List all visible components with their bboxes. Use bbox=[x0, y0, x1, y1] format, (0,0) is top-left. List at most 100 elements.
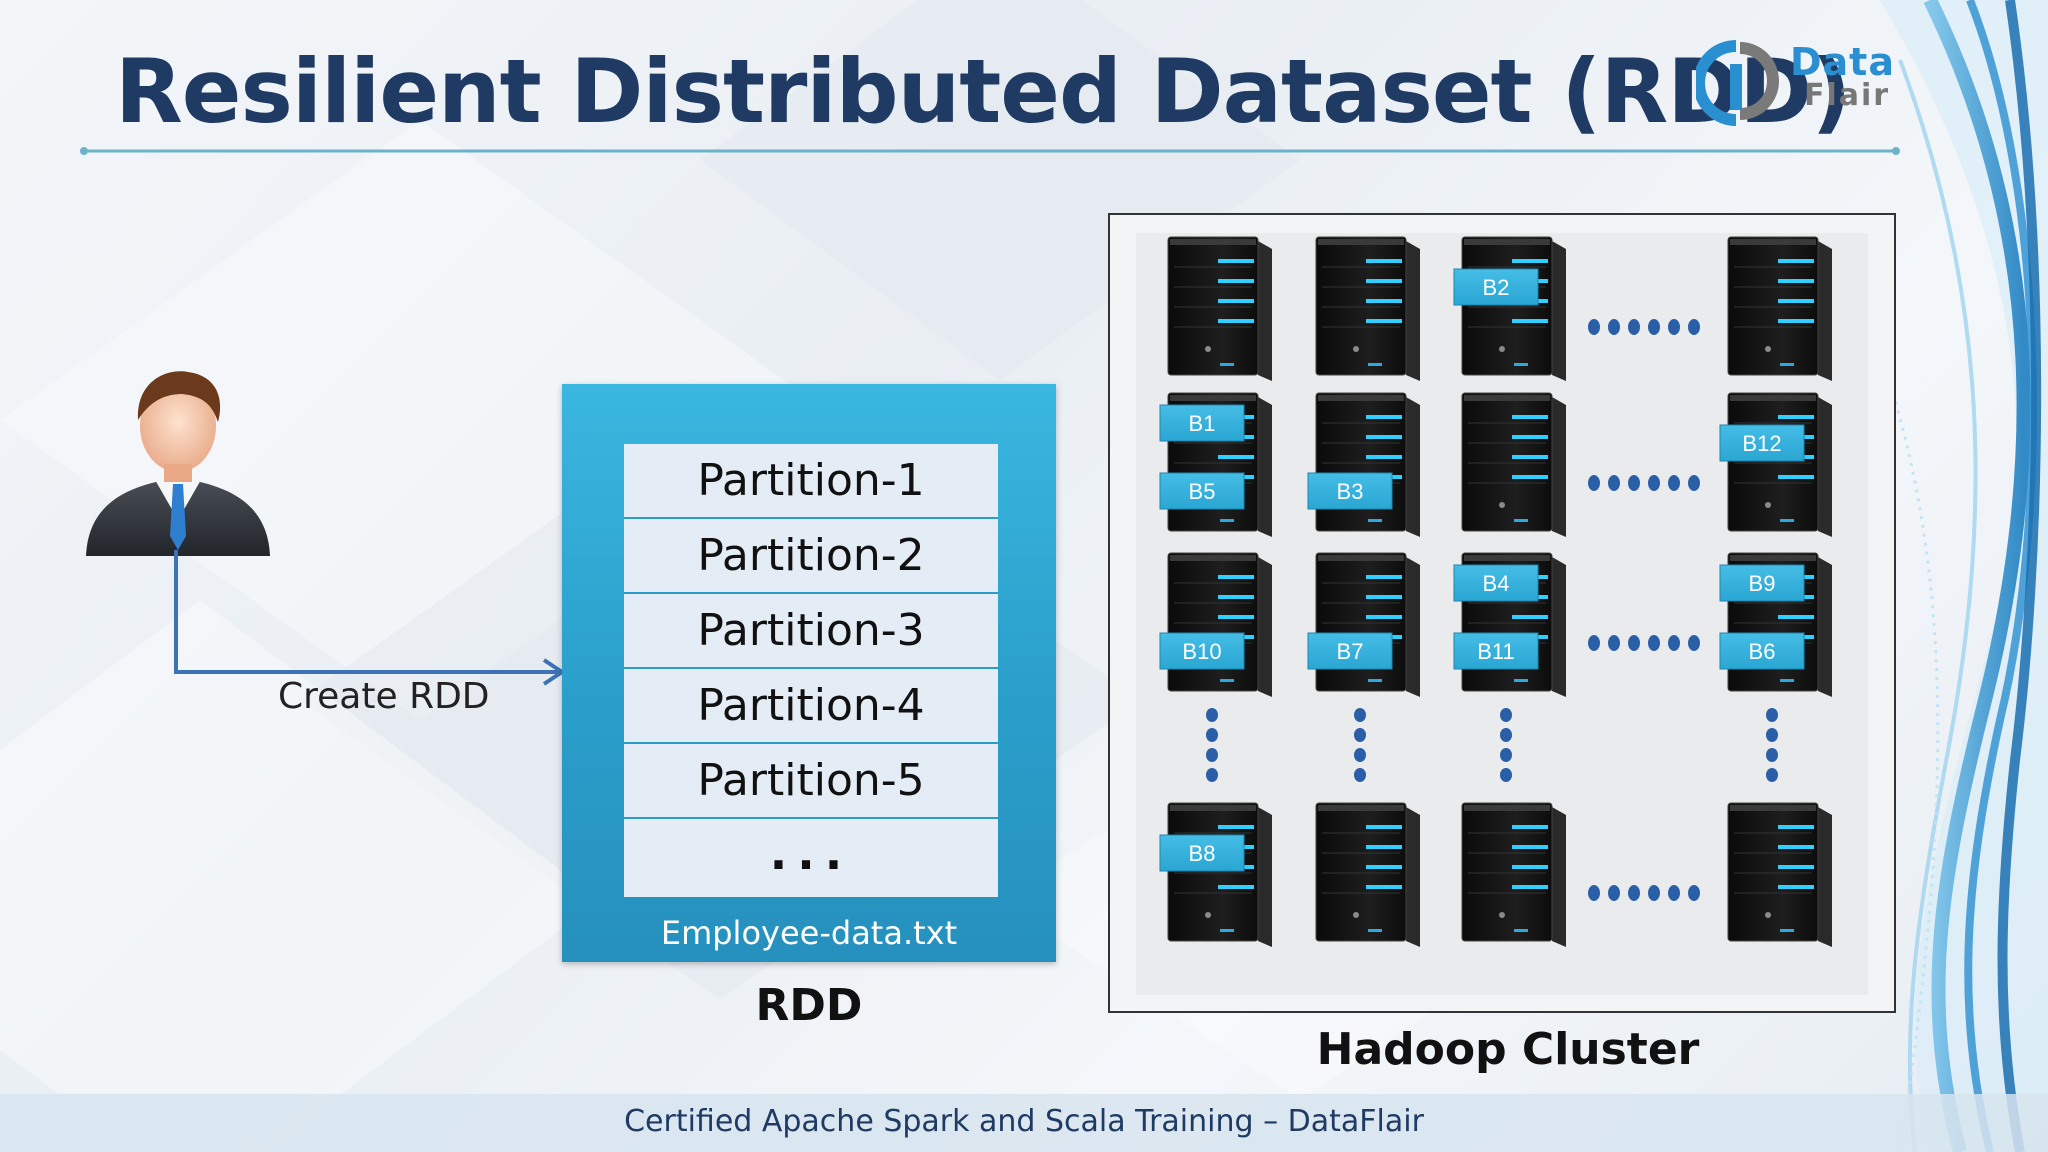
led-strip bbox=[1512, 435, 1548, 439]
hadoop-cluster-caption: Hadoop Cluster bbox=[1316, 1024, 1700, 1075]
block-label-text: B11 bbox=[1477, 639, 1515, 664]
partition-item: Partition-2 bbox=[624, 519, 998, 594]
ellipsis-dot bbox=[1688, 319, 1700, 335]
led-strip bbox=[1512, 885, 1548, 889]
server-node: B7 bbox=[1307, 552, 1420, 697]
ellipsis-dot bbox=[1688, 885, 1700, 901]
partition-item: Partition-3 bbox=[624, 594, 998, 669]
block-label-text: B3 bbox=[1337, 479, 1364, 504]
ellipsis-dot bbox=[1628, 635, 1640, 651]
led-strip bbox=[1218, 825, 1254, 829]
block-label-text: B6 bbox=[1749, 639, 1776, 664]
server-node bbox=[1727, 236, 1832, 381]
led-strip bbox=[1218, 595, 1254, 599]
block-label: B10 bbox=[1159, 632, 1245, 670]
led-strip bbox=[1778, 845, 1814, 849]
ellipsis-dot bbox=[1766, 748, 1778, 762]
ellipsis-dot bbox=[1766, 708, 1778, 722]
rdd-caption: RDD bbox=[755, 980, 863, 1031]
led-strip bbox=[1778, 259, 1814, 263]
block-label-text: B4 bbox=[1483, 571, 1510, 596]
ellipsis-dot bbox=[1500, 748, 1512, 762]
server-node: B8 bbox=[1159, 802, 1272, 947]
server-node bbox=[1167, 236, 1272, 381]
led-strip bbox=[1512, 845, 1548, 849]
led-strip bbox=[1512, 865, 1548, 869]
block-label: B1 bbox=[1159, 404, 1245, 442]
led-strip bbox=[1366, 435, 1402, 439]
partition-item: Partition-1 bbox=[624, 444, 998, 519]
dataflair-logo-icon bbox=[1696, 40, 1779, 126]
vertical-ellipsis bbox=[1500, 708, 1512, 782]
ellipsis-dot bbox=[1648, 885, 1660, 901]
led-strip bbox=[1778, 279, 1814, 283]
block-label-text: B7 bbox=[1337, 639, 1364, 664]
logo-text-data: Data bbox=[1790, 40, 1895, 84]
dataflair-logo: Data Flair bbox=[1696, 38, 1896, 128]
ellipsis-dot bbox=[1766, 768, 1778, 782]
ellipsis-dot bbox=[1668, 885, 1680, 901]
block-label-text: B5 bbox=[1189, 479, 1216, 504]
block-label: B7 bbox=[1307, 632, 1393, 670]
ellipsis-dot bbox=[1608, 635, 1620, 651]
block-label: B12 bbox=[1719, 424, 1805, 462]
led-strip bbox=[1366, 415, 1402, 419]
partition-list: Partition-1 Partition-2 Partition-3 Part… bbox=[624, 444, 998, 897]
ellipsis-dot bbox=[1668, 319, 1680, 335]
led-strip bbox=[1778, 865, 1814, 869]
ellipsis-dot bbox=[1500, 768, 1512, 782]
ellipsis-dot bbox=[1608, 885, 1620, 901]
led-strip bbox=[1218, 885, 1254, 889]
led-strip bbox=[1512, 319, 1548, 323]
block-label: B11 bbox=[1453, 632, 1539, 670]
led-strip bbox=[1778, 475, 1814, 479]
ellipsis-dot bbox=[1206, 708, 1218, 722]
led-strip bbox=[1218, 455, 1254, 459]
server-node: B10 bbox=[1159, 552, 1272, 697]
ellipsis-dot bbox=[1628, 885, 1640, 901]
led-strip bbox=[1512, 455, 1548, 459]
led-strip bbox=[1366, 825, 1402, 829]
ellipsis-dot bbox=[1588, 475, 1600, 491]
page-title: Resilient Distributed Dataset (RDD) bbox=[115, 40, 1852, 143]
horizontal-ellipsis bbox=[1588, 885, 1700, 901]
vertical-ellipsis bbox=[1354, 708, 1366, 782]
server-node bbox=[1315, 236, 1420, 381]
block-label: B2 bbox=[1453, 268, 1539, 306]
block-label-text: B2 bbox=[1483, 275, 1510, 300]
server-node: B12 bbox=[1719, 392, 1832, 537]
led-strip bbox=[1366, 319, 1402, 323]
rdd-container: Partition-1 Partition-2 Partition-3 Part… bbox=[562, 384, 1056, 962]
ellipsis-dot bbox=[1668, 475, 1680, 491]
led-strip bbox=[1366, 845, 1402, 849]
server-node bbox=[1315, 802, 1420, 947]
server-node: B3 bbox=[1307, 392, 1420, 537]
create-rdd-label: Create RDD bbox=[278, 676, 490, 717]
ellipsis-dot bbox=[1648, 475, 1660, 491]
led-strip bbox=[1512, 615, 1548, 619]
ellipsis-dot bbox=[1500, 708, 1512, 722]
footer-bar: Certified Apache Spark and Scala Trainin… bbox=[0, 1094, 2048, 1152]
block-label-text: B9 bbox=[1749, 571, 1776, 596]
led-strip bbox=[1218, 259, 1254, 263]
vertical-ellipsis bbox=[1206, 708, 1218, 782]
led-strip bbox=[1366, 615, 1402, 619]
led-strip bbox=[1778, 415, 1814, 419]
led-strip bbox=[1218, 575, 1254, 579]
block-label: B5 bbox=[1159, 472, 1245, 510]
block-label: B4 bbox=[1453, 564, 1539, 602]
ellipsis-dot bbox=[1688, 635, 1700, 651]
led-strip bbox=[1778, 825, 1814, 829]
ellipsis-dot bbox=[1588, 319, 1600, 335]
ellipsis-dot bbox=[1608, 475, 1620, 491]
source-file-name: Employee-data.txt bbox=[660, 914, 958, 952]
led-strip bbox=[1218, 279, 1254, 283]
led-strip bbox=[1366, 595, 1402, 599]
server-node bbox=[1727, 802, 1832, 947]
ellipsis-dot bbox=[1354, 768, 1366, 782]
led-strip bbox=[1366, 575, 1402, 579]
led-strip bbox=[1218, 299, 1254, 303]
